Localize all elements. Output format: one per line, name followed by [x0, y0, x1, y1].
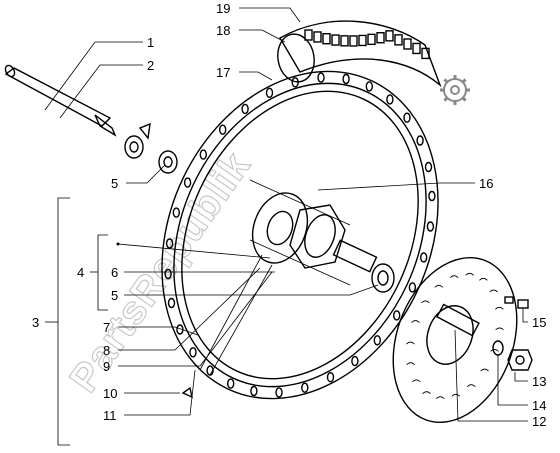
rim-hole: [226, 378, 235, 389]
axle-spindle: [4, 64, 117, 137]
rim-hole: [373, 335, 381, 346]
disc-slot: [406, 362, 415, 365]
tire-section: [277, 20, 442, 88]
tread-block: [403, 38, 412, 50]
brake-disc-holes: [406, 272, 504, 399]
rim-hole: [189, 347, 197, 358]
tread-block: [322, 33, 331, 45]
tread-block: [394, 34, 403, 46]
callout-5-upper: 5: [111, 176, 118, 191]
disc-slot: [495, 327, 504, 331]
rim-hole: [317, 72, 325, 83]
rim-hole: [365, 81, 373, 92]
tread-block: [376, 32, 385, 44]
callout-17: 17: [216, 65, 230, 80]
callout-19: 19: [216, 1, 230, 16]
rim-spoke-holes: [164, 72, 436, 398]
callout-15: 15: [532, 315, 546, 330]
disc-slot: [406, 341, 415, 345]
tread-block: [421, 47, 430, 60]
rim-hole: [241, 103, 249, 115]
callout-9: 9: [103, 359, 110, 374]
rim-hole: [165, 238, 174, 249]
tread-block: [358, 34, 367, 47]
gear-icon: [440, 75, 470, 105]
disc-slot: [480, 368, 489, 372]
disc-slot: [421, 300, 430, 304]
disc-slot: [490, 349, 499, 352]
tread-block: [304, 29, 313, 41]
callout-13: 13: [532, 374, 546, 389]
callout-5-lower: 5: [111, 288, 118, 303]
rim-hole: [408, 282, 417, 293]
rim-hole: [351, 355, 359, 367]
callout-10: 10: [103, 386, 117, 401]
rim-hole: [342, 73, 350, 85]
rim-hole: [386, 94, 394, 105]
callout-2: 2: [147, 58, 154, 73]
disc-slot: [412, 379, 421, 383]
rim-hole: [424, 161, 433, 173]
rim-hole: [172, 207, 181, 218]
callout-8: 8: [103, 343, 110, 358]
rim-hole: [403, 112, 411, 123]
callout-18: 18: [216, 23, 230, 38]
callout-1: 1: [147, 35, 154, 50]
disc-slot: [466, 384, 476, 387]
rim-hole: [265, 87, 274, 99]
callout-7: 7: [103, 320, 110, 335]
rim-hole: [426, 221, 435, 232]
disc-slot: [422, 391, 431, 394]
rim-hole: [420, 252, 428, 263]
callout-3: 3: [32, 315, 39, 330]
rim-hole: [428, 190, 436, 202]
disc-slot: [479, 277, 488, 281]
tread-block: [367, 33, 376, 46]
wheel-hub: [251, 192, 395, 293]
tread-block: [331, 34, 340, 46]
small-parts: [181, 296, 533, 399]
disc-slot: [495, 306, 504, 310]
disc-slot: [449, 275, 459, 278]
disc-slot: [465, 272, 474, 276]
rim-hole: [167, 297, 176, 309]
callout-14: 14: [532, 398, 546, 413]
disc-slot: [489, 289, 498, 293]
tread-block: [385, 30, 394, 42]
rim-hole: [416, 135, 424, 146]
callout-4: 4: [77, 265, 84, 280]
tread-block: [340, 35, 349, 47]
rim-hole: [206, 365, 214, 376]
tread-block: [412, 42, 421, 55]
tread-block: [313, 31, 322, 43]
callout-12: 12: [532, 414, 546, 429]
leader-lines: [44, 7, 528, 446]
wheel-rim: [161, 70, 439, 400]
spokes: [199, 179, 351, 376]
rim-hole: [250, 385, 258, 397]
rim-hole: [275, 387, 283, 398]
callout-6: 6: [111, 265, 118, 280]
disc-slot: [411, 320, 420, 323]
disc-slot: [436, 396, 445, 399]
rim-hole: [326, 372, 335, 383]
rim-hole: [301, 382, 309, 393]
rim-hole: [183, 177, 192, 188]
tread-block: [349, 35, 358, 47]
callout-11: 11: [103, 408, 117, 423]
disc-slot: [434, 284, 444, 288]
rim-hole: [218, 124, 227, 135]
rim-hole: [393, 310, 401, 321]
disc-slot: [451, 393, 461, 397]
seal-and-bearing: [124, 122, 178, 174]
brake-disc: [392, 256, 518, 424]
rim-hole: [164, 268, 172, 280]
callout-16: 16: [479, 176, 493, 191]
rim-hole: [199, 149, 208, 160]
